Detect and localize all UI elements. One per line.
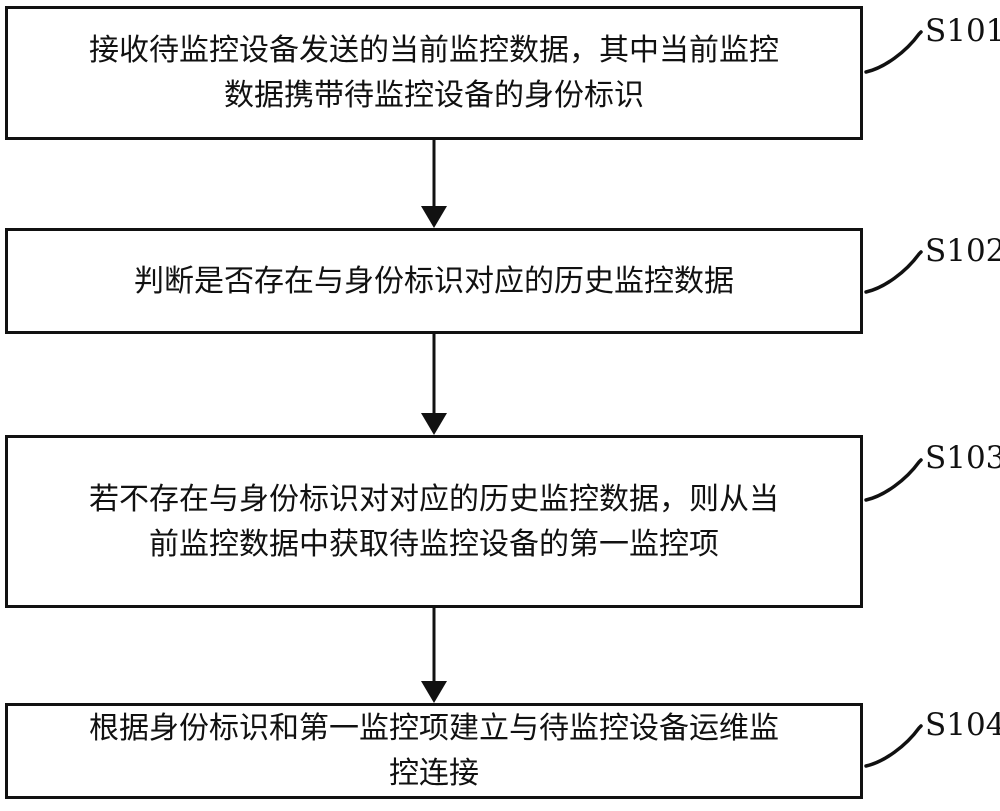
step-label-s101: S101 <box>925 13 1000 49</box>
connector-s102-s103 <box>421 334 447 435</box>
step-label-s102: S102 <box>925 233 1000 269</box>
leader-line-s102 <box>864 250 923 294</box>
leader-line-s103 <box>864 458 923 502</box>
step-s102-text: 判断是否存在与身份标识对应的历史监控数据 <box>134 263 734 299</box>
connector-s101-s102 <box>421 140 447 228</box>
step-s103-text: 若不存在与身份标识对对应的历史监控数据，则从当 前监控数据中获取待监控设备的第一… <box>89 481 779 562</box>
flowchart-step-s103: 若不存在与身份标识对对应的历史监控数据，则从当 前监控数据中获取待监控设备的第一… <box>5 435 863 608</box>
flowchart-step-s101: 接收待监控设备发送的当前监控数据，其中当前监控 数据携带待监控设备的身份标识 <box>5 6 863 140</box>
step-label-s104: S104 <box>925 707 1000 743</box>
step-s101-text: 接收待监控设备发送的当前监控数据，其中当前监控 数据携带待监控设备的身份标识 <box>89 33 779 113</box>
flowchart-step-s102: 判断是否存在与身份标识对应的历史监控数据 <box>5 228 863 334</box>
step-s104-text: 根据身份标识和第一监控项建立与待监控设备运维监 控连接 <box>89 711 779 791</box>
connector-s103-s104 <box>421 608 447 703</box>
step-label-s103: S103 <box>925 440 1000 476</box>
leader-line-s101 <box>864 30 923 74</box>
flowchart-step-s104: 根据身份标识和第一监控项建立与待监控设备运维监 控连接 <box>5 703 863 799</box>
leader-line-s104 <box>864 724 923 768</box>
